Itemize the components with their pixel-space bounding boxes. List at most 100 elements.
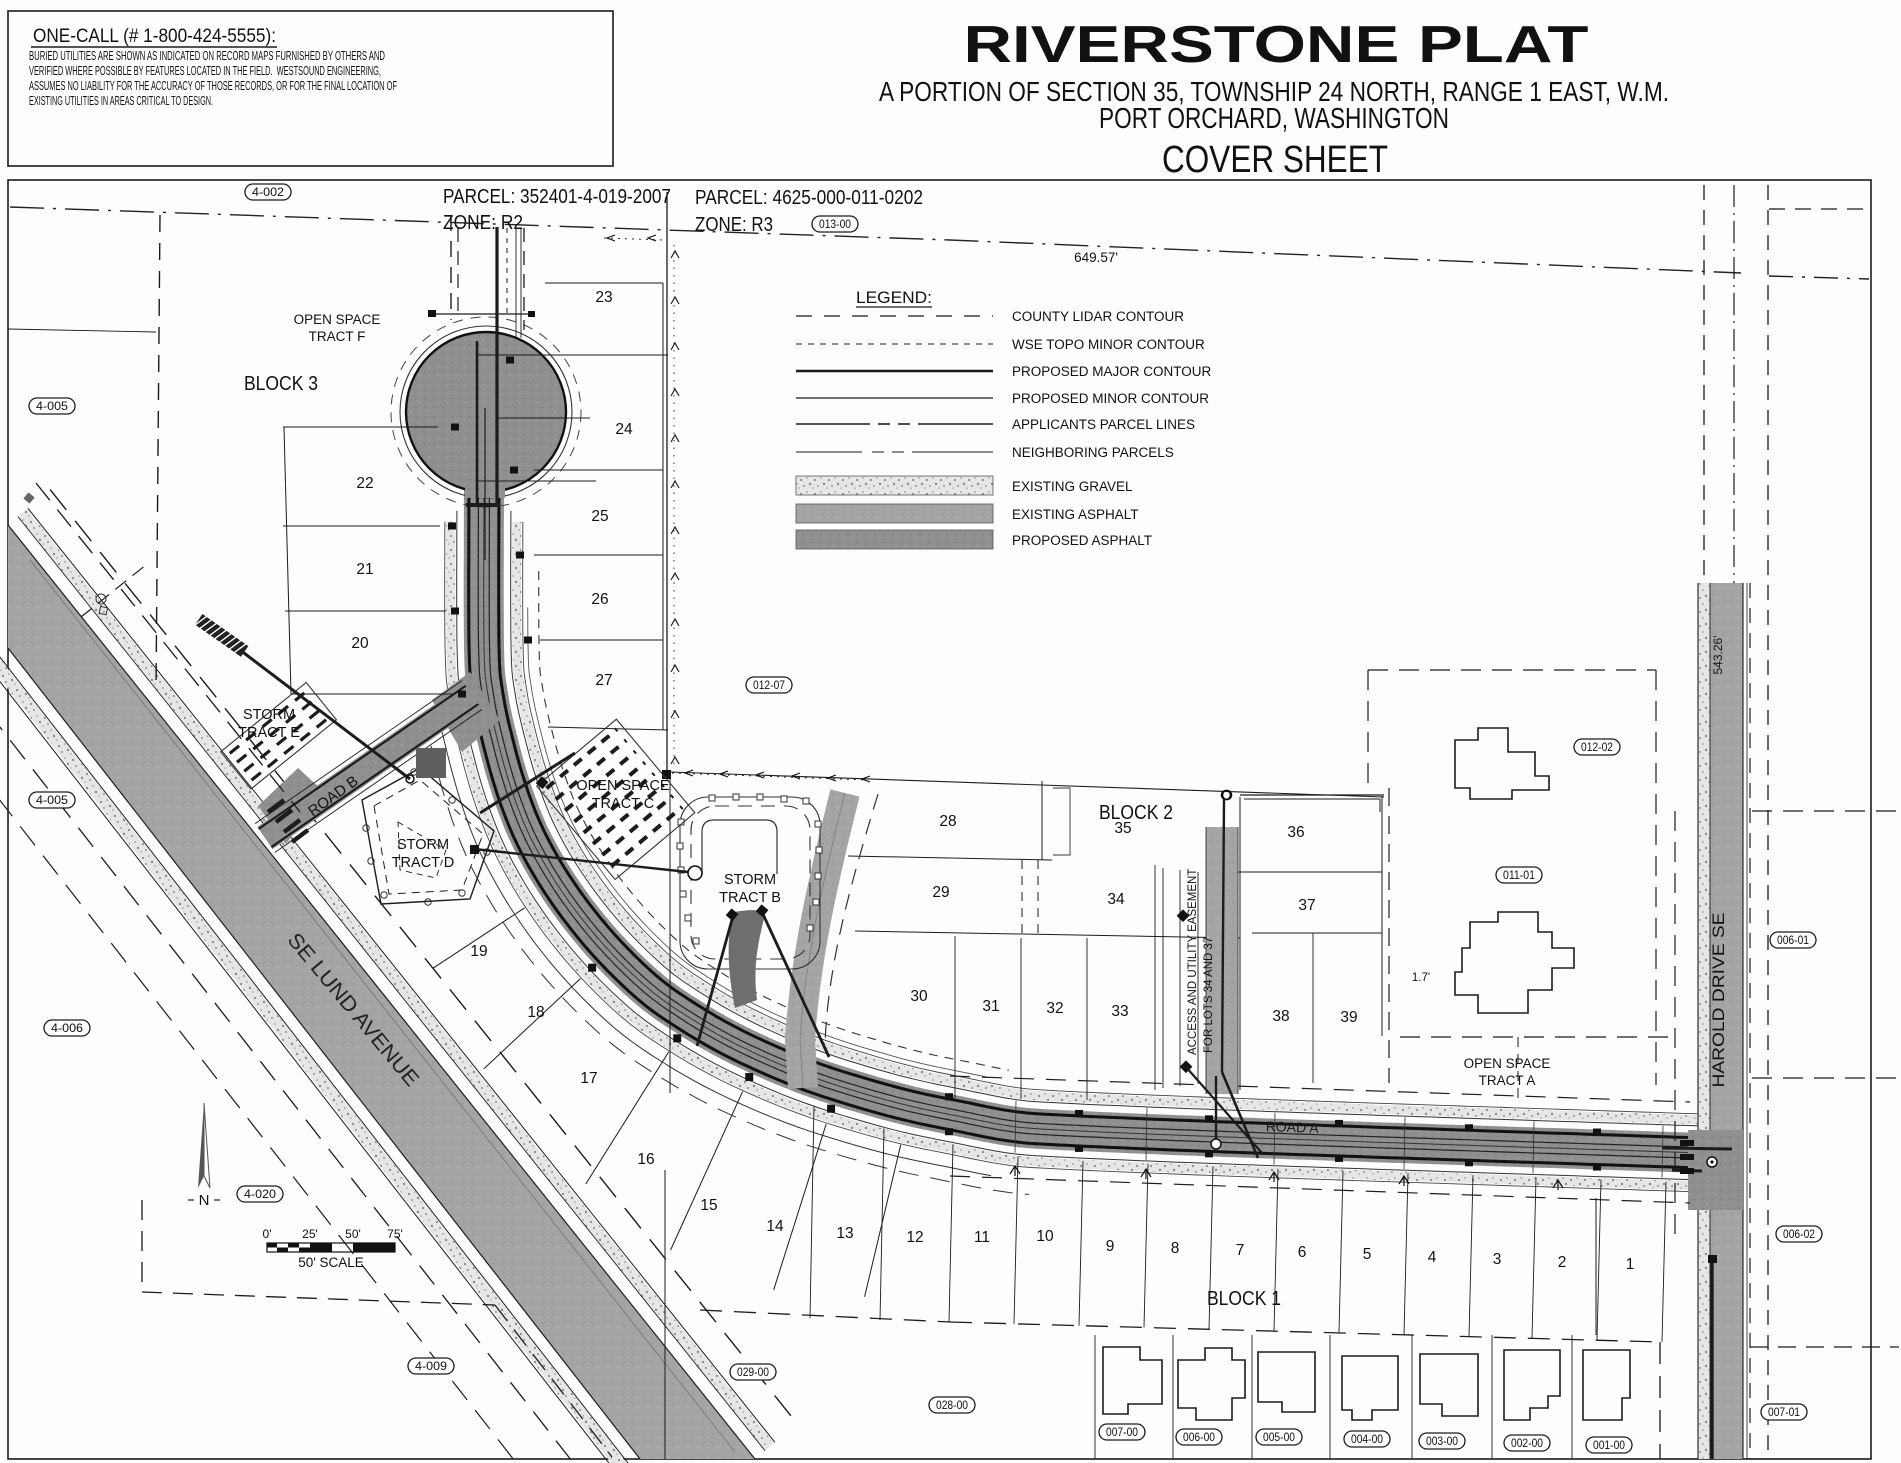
svg-text:BLOCK 1: BLOCK 1 [1207, 1288, 1281, 1310]
svg-text:006-02: 006-02 [1783, 1227, 1815, 1241]
svg-text:543.26': 543.26' [1711, 636, 1725, 675]
svg-text:28: 28 [939, 813, 956, 830]
svg-text:028-00: 028-00 [936, 1398, 968, 1412]
svg-text:38: 38 [1272, 1008, 1289, 1025]
svg-text:ROAD A: ROAD A [1265, 1118, 1319, 1136]
svg-text:37: 37 [1298, 897, 1315, 914]
svg-text:0': 0' [263, 1227, 272, 1241]
svg-text:013-00: 013-00 [819, 217, 851, 231]
svg-text:4-002: 4-002 [252, 185, 284, 199]
svg-text:EXISTING ASPHALT: EXISTING ASPHALT [1012, 507, 1139, 522]
svg-text:27: 27 [595, 672, 612, 689]
svg-text:007-01: 007-01 [1768, 1405, 1800, 1419]
svg-text:FOR LOTS 34 AND 37: FOR LOTS 34 AND 37 [1203, 937, 1215, 1053]
svg-text:21: 21 [356, 561, 373, 578]
svg-text:BLOCK 3: BLOCK 3 [244, 373, 318, 395]
svg-text:19: 19 [470, 943, 487, 960]
svg-text:2: 2 [1558, 1254, 1567, 1271]
svg-text:OPEN SPACE: OPEN SPACE [294, 312, 381, 327]
svg-text:6: 6 [1298, 1244, 1307, 1261]
svg-text:COUNTY LIDAR CONTOUR: COUNTY LIDAR CONTOUR [1012, 309, 1184, 324]
svg-text:7: 7 [1236, 1242, 1245, 1259]
svg-text:STORM: STORM [243, 707, 295, 723]
svg-text:ZONE: R2: ZONE: R2 [443, 212, 523, 234]
svg-text:50' SCALE: 50' SCALE [298, 1255, 364, 1270]
svg-text:PARCEL: 4625-000-011-0202: PARCEL: 4625-000-011-0202 [695, 187, 923, 209]
svg-text:NEIGHBORING PARCELS: NEIGHBORING PARCELS [1012, 445, 1174, 460]
svg-text:RIVERSTONE PLAT: RIVERSTONE PLAT [964, 16, 1589, 74]
svg-text:50': 50' [345, 1227, 361, 1241]
svg-text:EXISTING UTILITIES IN AREAS CR: EXISTING UTILITIES IN AREAS CRITICAL TO … [29, 94, 213, 108]
svg-text:OPEN SPACE: OPEN SPACE [1464, 1056, 1551, 1071]
svg-text:PROPOSED ASPHALT: PROPOSED ASPHALT [1012, 533, 1152, 548]
svg-text:006-01: 006-01 [1777, 933, 1809, 947]
svg-text:75': 75' [387, 1227, 403, 1241]
svg-text:TRACT A: TRACT A [1479, 1073, 1536, 1088]
svg-text:BLOCK 2: BLOCK 2 [1099, 802, 1173, 824]
svg-text:23: 23 [595, 289, 612, 306]
svg-text:30: 30 [910, 988, 928, 1005]
svg-text:002-00: 002-00 [1511, 1436, 1543, 1450]
svg-text:TRACT D: TRACT D [392, 855, 455, 871]
svg-text:35: 35 [1114, 820, 1131, 837]
svg-text:N: N [199, 1192, 210, 1209]
svg-text:ASSUMES NO LIABILITY FOR THE A: ASSUMES NO LIABILITY FOR THE ACCURACY OF… [29, 79, 397, 93]
svg-text:34: 34 [1107, 891, 1125, 908]
svg-text:ONE-CALL (# 1-800-424-5555):: ONE-CALL (# 1-800-424-5555): [33, 26, 276, 47]
svg-text:COVER SHEET: COVER SHEET [1162, 139, 1388, 181]
svg-text:001-00: 001-00 [1593, 1438, 1625, 1452]
svg-text:3: 3 [1493, 1251, 1502, 1268]
svg-text:5: 5 [1363, 1246, 1372, 1263]
svg-text:32: 32 [1046, 1000, 1063, 1017]
svg-text:17: 17 [580, 1070, 597, 1087]
svg-text:4-009: 4-009 [415, 1359, 447, 1373]
svg-text:11: 11 [974, 1229, 990, 1246]
svg-text:22: 22 [356, 475, 373, 492]
svg-text:4: 4 [1428, 1249, 1437, 1266]
svg-text:STORM: STORM [397, 837, 449, 853]
svg-text:4-020: 4-020 [244, 1187, 276, 1201]
svg-text:004-00: 004-00 [1351, 1432, 1383, 1446]
svg-text:31: 31 [982, 998, 999, 1015]
svg-text:1.7': 1.7' [1412, 972, 1430, 984]
svg-text:WSE TOPO MINOR CONTOUR: WSE TOPO MINOR CONTOUR [1012, 337, 1205, 352]
svg-text:14: 14 [766, 1218, 784, 1235]
svg-text:A PORTION OF SECTION 35, TOWNS: A PORTION OF SECTION 35, TOWNSHIP 24 NOR… [879, 76, 1669, 107]
svg-text:24: 24 [615, 421, 633, 438]
svg-text:12: 12 [906, 1229, 923, 1246]
svg-text:4-005: 4-005 [36, 793, 68, 807]
svg-text:29: 29 [932, 884, 949, 901]
svg-text:36: 36 [1287, 824, 1304, 841]
svg-text:16: 16 [637, 1151, 654, 1168]
svg-text:TRACT C: TRACT C [592, 796, 655, 812]
svg-text:25: 25 [591, 508, 608, 525]
svg-text:10: 10 [1036, 1228, 1054, 1245]
svg-text:APPLICANTS PARCEL LINES: APPLICANTS PARCEL LINES [1012, 417, 1195, 432]
svg-text:20: 20 [351, 635, 369, 652]
svg-text:8: 8 [1171, 1240, 1180, 1257]
svg-text:15: 15 [700, 1197, 717, 1214]
svg-text:006-00: 006-00 [1183, 1430, 1215, 1444]
svg-text:OPEN SPACE: OPEN SPACE [576, 778, 670, 794]
svg-text:VERIFIED WHERE POSSIBLE BY FEA: VERIFIED WHERE POSSIBLE BY FEATURES LOCA… [29, 64, 381, 78]
svg-text:029-00: 029-00 [737, 1365, 769, 1379]
svg-text:005-00: 005-00 [1263, 1430, 1295, 1444]
svg-text:007-00: 007-00 [1106, 1425, 1138, 1439]
svg-text:003-00: 003-00 [1426, 1434, 1458, 1448]
svg-text:012-07: 012-07 [753, 678, 785, 692]
svg-text:39: 39 [1340, 1009, 1357, 1026]
svg-text:4-006: 4-006 [51, 1021, 83, 1035]
svg-text:18: 18 [527, 1004, 544, 1021]
svg-text:011-01: 011-01 [1503, 868, 1535, 882]
svg-text:ACCESS AND UTILITY EASEMENT: ACCESS AND UTILITY EASEMENT [1187, 869, 1199, 1055]
svg-text:1: 1 [1626, 1256, 1635, 1273]
svg-text:649.57': 649.57' [1074, 250, 1118, 265]
svg-text:25': 25' [302, 1227, 318, 1241]
svg-text:TRACT F: TRACT F [309, 329, 366, 344]
svg-text:26: 26 [591, 591, 608, 608]
svg-text:PORT ORCHARD, WASHINGTON: PORT ORCHARD, WASHINGTON [1099, 103, 1449, 135]
svg-text:012-02: 012-02 [1581, 740, 1613, 754]
svg-text:9: 9 [1106, 1238, 1115, 1255]
svg-text:BURIED UTILITIES ARE SHOWN AS: BURIED UTILITIES ARE SHOWN AS INDICATED … [29, 49, 385, 63]
svg-text:PROPOSED MINOR CONTOUR: PROPOSED MINOR CONTOUR [1012, 391, 1209, 406]
